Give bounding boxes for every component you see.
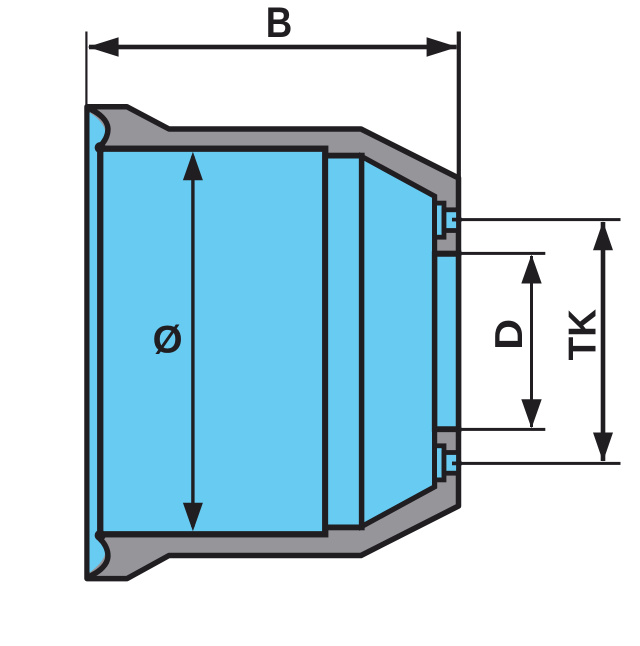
svg-text:B: B: [266, 0, 293, 47]
svg-text:D: D: [488, 319, 531, 350]
svg-text:TK: TK: [561, 309, 604, 361]
svg-text:Ø: Ø: [153, 319, 183, 362]
